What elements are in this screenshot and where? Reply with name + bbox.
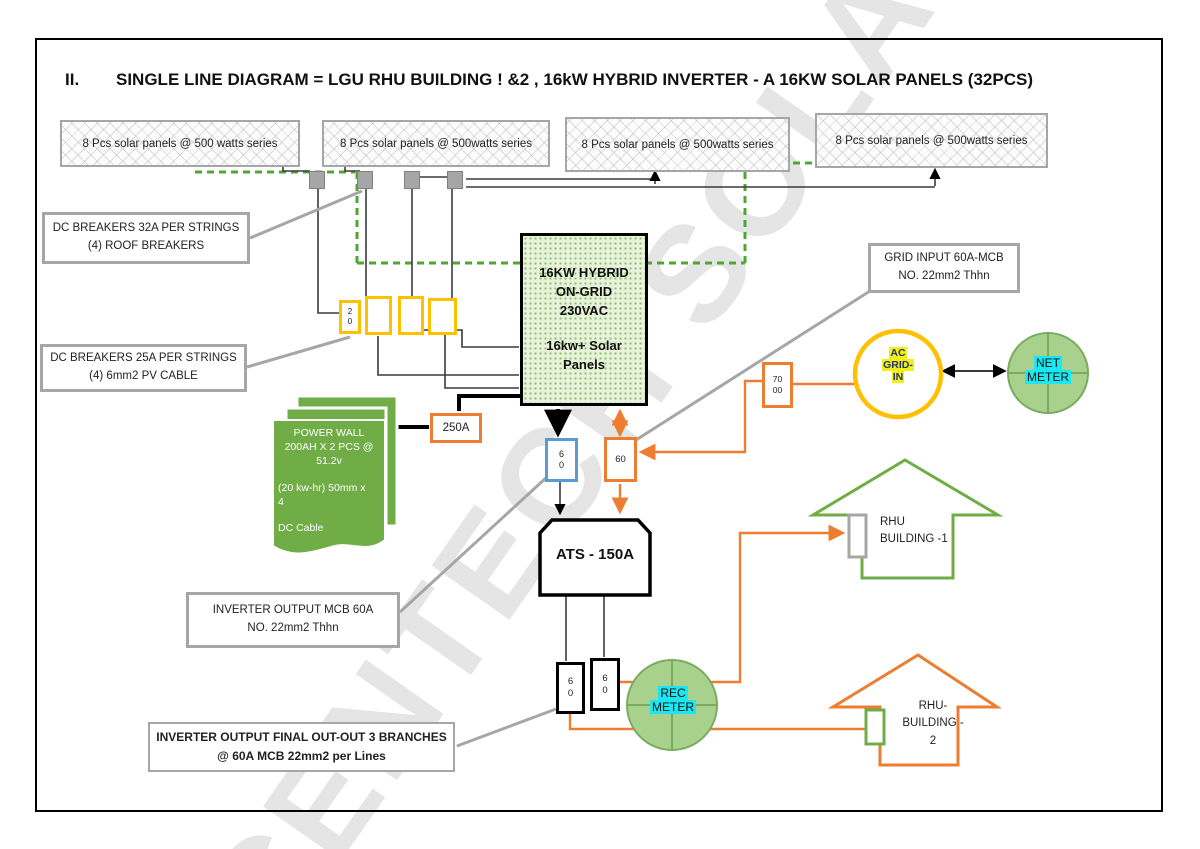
battery-breaker-250a: 250A [430,413,482,443]
dc32-line2: (4) ROOF BREAKERS [87,240,205,252]
branch1-d1: 6 [567,676,574,688]
dc-wires [282,165,941,661]
breaker-250a-label: 250A [442,421,470,434]
solar-array-3-label: 8 Pcs solar panels @ 500watts series [581,138,774,151]
roof-breaker-4 [447,171,463,189]
callout-dc-breakers-25a: DC BREAKERS 25A PER STRINGS (4) 6mm2 PV … [40,344,247,392]
dc25-line2: (4) 6mm2 PV CABLE [89,370,198,382]
inverter-output-breaker-60: 6 0 [545,438,578,482]
solar-array-1-label: 8 Pcs solar panels @ 500 watts series [82,137,278,150]
inverter-line1: 16KW HYBRID [539,265,629,281]
b1-line1: RHU [880,516,905,528]
page-title: SINGLE LINE DIAGRAM = LGU RHU BUILDING !… [116,70,1033,89]
hybrid-inverter: 16KW HYBRID ON-GRID 230VAC 16kw+ Solar P… [520,233,648,406]
grid-breaker-70: 70 00 [762,362,793,408]
solar-array-3: 8 Pcs solar panels @ 500watts series [565,117,790,172]
b2-line3: 2 [929,734,937,747]
pw-line6: DC Cable [278,521,324,534]
callout-inverter-output: INVERTER OUTPUT MCB 60A NO. 22mm2 Thhn [186,592,400,648]
grid-breaker-60: 60 [604,437,637,482]
roof-breaker-3 [404,171,420,189]
solar-array-2: 8 Pcs solar panels @ 500watts series [322,120,550,167]
solar-array-1: 8 Pcs solar panels @ 500 watts series [60,120,300,167]
battery-feed-wires [398,394,572,438]
callout-leaders [246,189,871,748]
roof-breaker-2 [357,171,373,189]
ac-line3: IN [891,371,905,383]
grid-input-line2: NO. 22mm2 Thhn [898,270,990,282]
grid-input-line1: GRID INPUT 60A-MCB [884,252,1004,265]
branch2-d1: 6 [602,672,608,684]
string-breaker-2 [365,296,392,335]
ac-line1: AC [889,347,907,359]
pw-line2: 200AH X 2 PCS @ [284,441,374,454]
ats-shape [538,518,652,597]
inverter-line2: ON-GRID [555,284,613,300]
callout-dc-breakers-32a: DC BREAKERS 32A PER STRINGS (4) ROOF BRE… [42,212,250,264]
pw-line4: (20 kw-hr) 50mm x [278,481,366,494]
blue60-d1: 6 [558,448,564,459]
final-output-line2: @ 60A MCB 22mm2 per Lines [217,749,386,763]
net-meter-label: NET METER [1018,356,1078,384]
ac-grid-in-label: AC GRID- IN [872,347,924,383]
rec-line2: METER [650,700,696,714]
string-breaker-1-d1: 2 [347,307,353,317]
building-1-shape [807,458,1004,580]
blue60-d2: 0 [558,460,564,470]
string-breaker-4 [428,298,457,335]
ac-line2: GRID- [882,359,914,371]
inverter-line5: Panels [563,356,605,372]
rec-line1: REC [658,686,688,700]
b2-line2: BUILDING - [902,717,964,730]
inverter-output-line2: NO. 22mm2 Thhn [247,622,339,634]
branch-breaker-2: 6 0 [590,658,620,711]
building-1-label: RHU BUILDING -1 [880,514,970,549]
net-line1: NET [1034,356,1062,370]
dc25-line1: DC BREAKERS 25A PER STRINGS [50,352,237,365]
pw-line5: 4 [278,495,284,508]
ac-wires [568,379,866,731]
final-output-line1: INVERTER OUTPUT FINAL OUT-OUT 3 BRANCHES [156,730,447,745]
building-2-shape [827,653,1003,767]
branch-breaker-1: 6 0 [556,662,585,714]
solar-array-4: 8 Pcs solar panels @ 500watts series [815,113,1048,168]
grid70-d1: 70 [772,374,783,385]
branch2-d2: 0 [602,684,608,696]
inverter-line3: 230VAC [559,303,609,319]
orange60-label: 60 [615,453,626,465]
pv-dashed-route [195,161,812,265]
dc32-line1: DC BREAKERS 32A PER STRINGS [52,222,240,235]
b1-line2: BUILDING -1 [880,533,948,546]
power-wall-label: POWER WALL 200AH X 2 PCS @ 51.2v (20 kw-… [278,426,380,535]
solar-array-4-label: 8 Pcs solar panels @ 500watts series [835,134,1028,147]
solar-array-2-label: 8 Pcs solar panels @ 500watts series [340,137,532,150]
roof-breaker-1 [309,171,325,189]
callout-final-output: INVERTER OUTPUT FINAL OUT-OUT 3 BRANCHES… [148,722,455,772]
grid70-d2: 00 [772,385,783,395]
b2-line1: RHU- [918,700,948,712]
string-breaker-3 [398,296,424,335]
building-2-label: RHU- BUILDING - 2 [893,698,973,750]
net-line2: METER [1025,370,1071,384]
inverter-output-line1: INVERTER OUTPUT MCB 60A [212,604,374,617]
ats-label: ATS - 150A [555,546,635,563]
rec-meter-label: REC METER [642,686,704,714]
callout-grid-input: GRID INPUT 60A-MCB NO. 22mm2 Thhn [868,243,1020,293]
pw-line1: POWER WALL [293,427,365,439]
string-breaker-1-d2: 0 [347,317,353,326]
inverter-line4: 16kw+ Solar [546,337,622,353]
string-breaker-1: 2 0 [339,300,361,334]
branch1-d2: 0 [567,688,574,699]
pw-line3: 51.2v [316,455,342,468]
power-wall-shape [272,394,399,555]
title-numeral: II. [65,70,80,89]
